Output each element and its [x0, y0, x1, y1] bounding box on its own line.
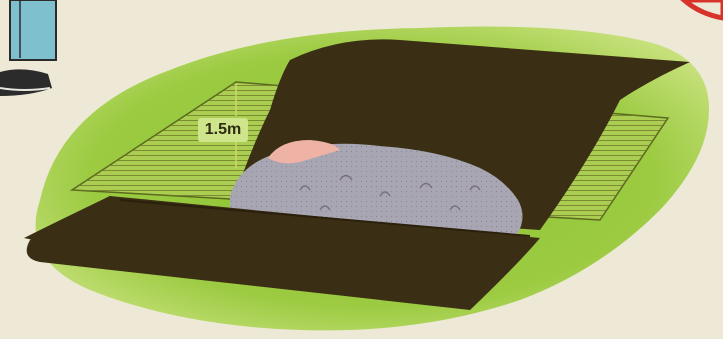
person-legs-icon	[0, 0, 56, 96]
red-circle-icon	[684, 0, 723, 18]
depth-label: 1.5m	[198, 118, 248, 142]
